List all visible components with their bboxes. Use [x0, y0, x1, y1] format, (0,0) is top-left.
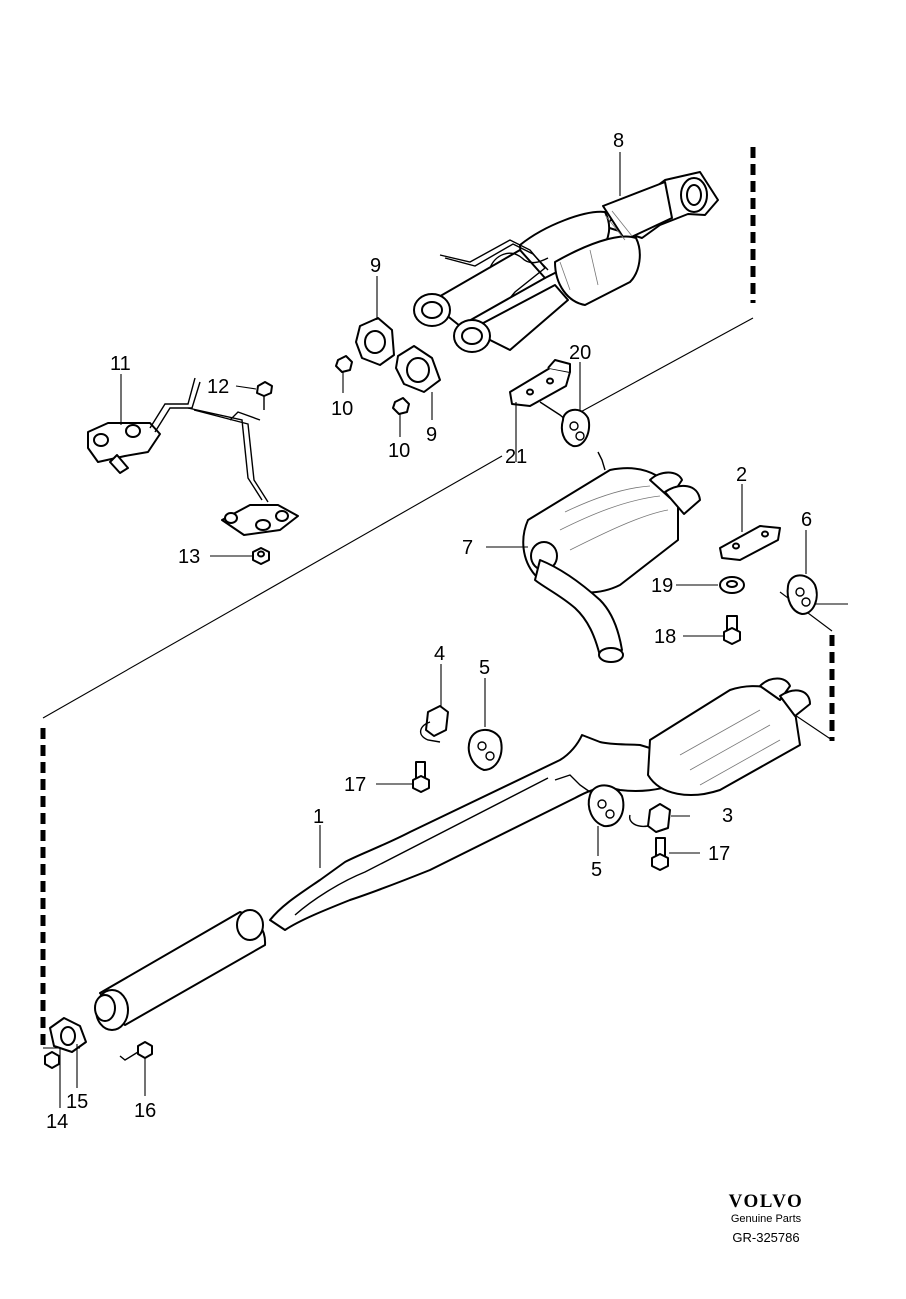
catalytic-converter-front-pipe	[413, 171, 719, 353]
callout-19: 19	[651, 575, 673, 597]
flange-gasket-15	[49, 1017, 87, 1053]
callout-17-lower: 17	[708, 843, 730, 865]
callout-8: 8	[613, 130, 624, 152]
gasket-rear	[395, 345, 441, 393]
leader-lines	[59, 152, 807, 1108]
callout-15: 15	[66, 1091, 88, 1113]
callout-10-lower: 10	[388, 440, 410, 462]
callout-14: 14	[46, 1111, 68, 1133]
callout-numbers: 1 2 3 4 5 5 6 7 8 9 9 10 10 11 12 13 14 …	[46, 130, 812, 1133]
assembly-boundary	[40, 147, 848, 1049]
callout-13: 13	[178, 546, 200, 568]
bolt-17-lower	[651, 837, 669, 871]
callout-17-upper: 17	[344, 774, 366, 796]
volvo-logo: VOLVO	[728, 1191, 804, 1212]
callout-9-lower: 9	[426, 424, 437, 446]
bolt-17-upper	[412, 761, 430, 793]
callout-2: 2	[736, 464, 747, 486]
rubber-mount-6	[786, 574, 818, 615]
callout-11: 11	[110, 353, 131, 375]
rubber-hanger-5-upper	[467, 729, 503, 771]
callout-6: 6	[801, 509, 812, 531]
diagram-reference: GR-325786	[732, 1230, 800, 1245]
callout-1: 1	[313, 806, 324, 828]
callout-21: 21	[505, 446, 527, 468]
rubber-hanger-5-lower	[587, 784, 625, 828]
brand-tagline: Genuine Parts	[730, 1213, 802, 1225]
center-silencer	[522, 451, 701, 663]
callout-12: 12	[207, 376, 229, 398]
callout-16: 16	[134, 1100, 156, 1122]
nut-lower	[392, 397, 410, 415]
callout-5-upper: 5	[479, 657, 490, 679]
callout-4: 4	[434, 643, 445, 665]
mounting-bracket-2	[719, 525, 781, 561]
callout-5-lower: 5	[591, 859, 602, 881]
callout-10-upper: 10	[331, 398, 353, 420]
bolt-16	[119, 1041, 153, 1061]
bracket-3	[629, 803, 671, 833]
gasket-front	[355, 317, 395, 366]
callout-9-upper: 9	[370, 255, 381, 277]
bracket-4	[420, 705, 449, 743]
washer-19	[719, 576, 745, 594]
callout-20: 20	[569, 342, 591, 364]
callout-18: 18	[654, 626, 676, 648]
hanger-bracket-21	[509, 359, 571, 421]
nut-14	[44, 1051, 60, 1069]
bracket-assembly	[87, 377, 299, 536]
rubber-hanger-20	[560, 408, 591, 448]
callout-7: 7	[462, 537, 473, 559]
bolt-12	[256, 381, 273, 410]
callout-3: 3	[722, 805, 733, 827]
main-exhaust-pipe	[94, 677, 811, 1031]
nut-13	[252, 547, 270, 565]
bolt-18	[723, 615, 741, 645]
brand-block: VOLVO Genuine Parts GR-325786	[706, 1192, 826, 1247]
nut-upper	[335, 355, 353, 373]
